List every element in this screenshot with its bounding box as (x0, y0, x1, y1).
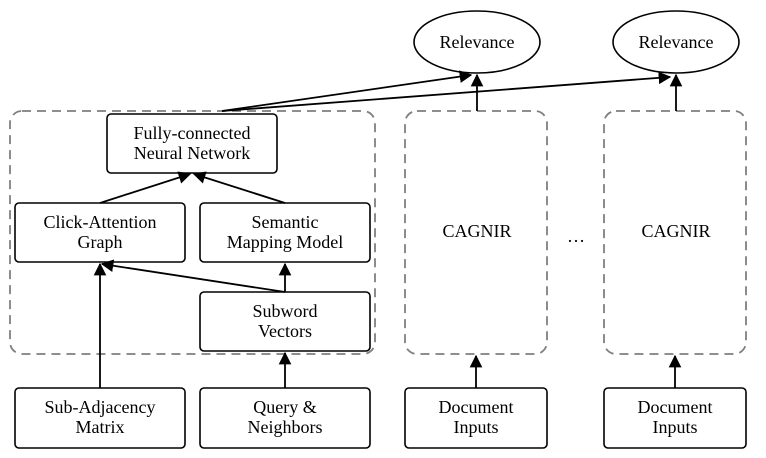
fully-connected-label-line1: Fully-connected (134, 123, 251, 143)
relevance-node-2: Relevance (612, 10, 740, 74)
sub-adjacency-label-line2: Matrix (76, 417, 125, 437)
query-label-line2: Neighbors (248, 417, 323, 437)
edge-fc-to-relevance-1 (221, 70, 473, 112)
subword-label-line1: Subword (252, 301, 317, 321)
cagnir-detail-container (9, 110, 376, 355)
semantic-label-line2: Mapping Model (227, 232, 344, 252)
subword-label-line2: Vectors (258, 321, 312, 341)
semantic-label-line1: Semantic (252, 212, 319, 232)
document-label-2-line2: Inputs (653, 417, 698, 437)
fully-connected-node: Fully-connected Neural Network (106, 113, 278, 174)
ellipsis-label: … (567, 226, 585, 246)
query-label-line1: Query & (253, 397, 316, 417)
relevance-label-1: Relevance (440, 32, 515, 52)
edge-fc-to-relevance-2 (221, 71, 672, 112)
semantic-mapping-node: Semantic Mapping Model (199, 202, 371, 263)
cagnir-label-1: CAGNIR (442, 221, 511, 241)
cagnir-container-2 (404, 110, 548, 355)
fully-connected-label-line2: Neural Network (134, 143, 250, 163)
document-label-1-line1: Document (439, 397, 514, 417)
click-attention-label-line2: Graph (78, 232, 123, 252)
document-label-2-line1: Document (638, 397, 713, 417)
document-inputs-node-1: Document Inputs (404, 387, 548, 449)
edge-semantic-to-fc (192, 171, 286, 204)
query-neighbors-node: Query & Neighbors (199, 387, 371, 449)
relevance-label-2: Relevance (639, 32, 714, 52)
edge-subword-to-click (100, 259, 286, 293)
sub-adjacency-matrix-node: Sub-Adjacency Matrix (14, 387, 186, 449)
click-attention-label-line1: Click-Attention (44, 212, 157, 232)
relevance-node-1: Relevance (413, 10, 541, 74)
document-inputs-node-2: Document Inputs (603, 387, 747, 449)
document-label-1-line2: Inputs (454, 417, 499, 437)
cagnir-label-2: CAGNIR (641, 221, 710, 241)
click-attention-graph-node: Click-Attention Graph (14, 202, 186, 263)
edge-click-to-fc (99, 171, 192, 204)
cagnir-container-3 (603, 110, 747, 355)
subword-vectors-node: Subword Vectors (199, 291, 371, 352)
sub-adjacency-label-line1: Sub-Adjacency (45, 397, 156, 417)
